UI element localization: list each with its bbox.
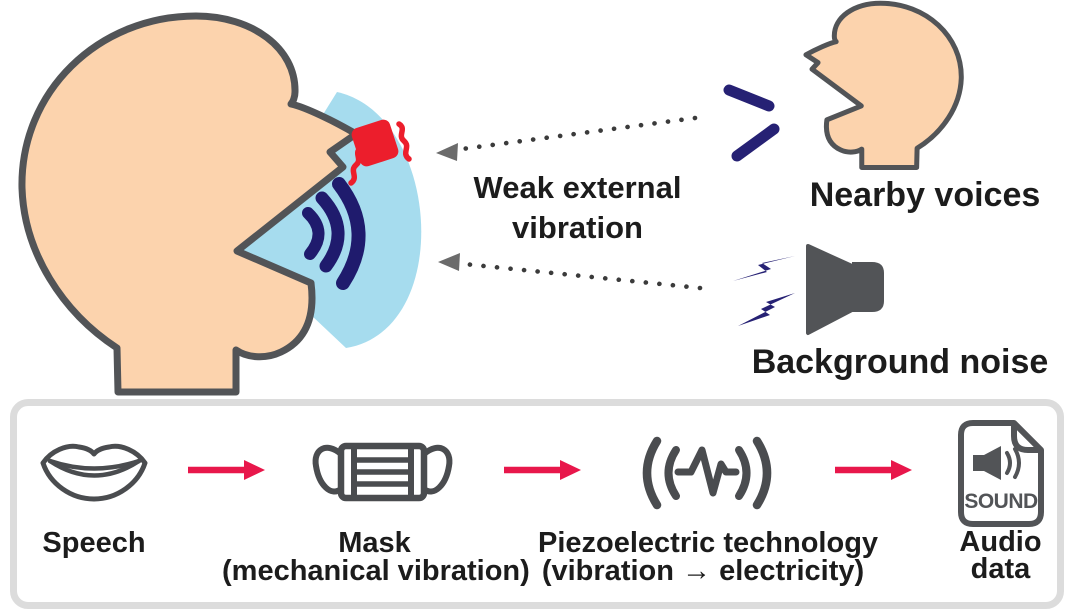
flow-arrow-icon — [835, 460, 912, 480]
piezoelectric-label: Piezoelectric technology (vibration → el… — [538, 527, 879, 587]
speaker-glyph — [973, 446, 1001, 480]
arrowhead-left-icon — [436, 143, 458, 161]
piezo-label-sub: (vibration → electricity) — [541, 555, 865, 587]
head-profile — [18, 12, 360, 396]
mask-label: Mask (mechanical vibration) — [222, 527, 530, 587]
flow-arrow-icon — [504, 460, 581, 480]
audio-label-line2: data — [970, 553, 1031, 585]
arrowhead-left-icon — [438, 253, 460, 271]
sound-file-icon: SOUND — [958, 420, 1044, 527]
noise-bolts-icon — [733, 256, 795, 326]
flow-arrow-icon — [188, 460, 265, 480]
speaking-head-icon — [723, 0, 980, 172]
lips-icon — [40, 443, 148, 502]
piezo-label-main: Piezoelectric technology — [538, 527, 879, 559]
dotted-arrow-top-icon — [436, 115, 698, 161]
masked-head-icon — [18, 12, 422, 396]
sound-waves-icon — [302, 177, 366, 290]
piezo-sensor-icon — [351, 119, 399, 167]
speech-label: Speech — [42, 527, 146, 559]
loudspeaker-noise-icon — [733, 244, 884, 335]
nearby-voices-label: Nearby voices — [809, 176, 1041, 214]
speaker-cone — [806, 244, 854, 335]
sensor-vibration-squiggles — [348, 121, 412, 186]
vibration-waveform-icon — [642, 436, 772, 510]
head-profile — [806, 3, 961, 167]
audio-label-line1: Audio — [959, 526, 1042, 558]
background-noise-label: Background noise — [751, 343, 1049, 381]
weak-line2: vibration — [512, 210, 643, 245]
speaker-driver — [852, 262, 884, 312]
weak-line1: Weak external — [473, 170, 682, 205]
mask-label-sub: (mechanical vibration) — [222, 555, 530, 587]
surgical-mask-icon — [312, 442, 453, 502]
mask-label-main: Mask — [338, 527, 411, 559]
process-flow-panel — [10, 399, 1064, 609]
voice-marks-icon — [723, 84, 780, 162]
weak-external-vibration-label: Weak external vibration — [420, 168, 735, 248]
dotted-arrow-bottom-icon — [438, 253, 703, 291]
mask-pleats — [351, 446, 414, 498]
file-fold-corner — [1011, 423, 1041, 453]
sound-file-text: SOUND — [964, 490, 1038, 513]
audio-data-label: Audio data — [948, 526, 1053, 585]
